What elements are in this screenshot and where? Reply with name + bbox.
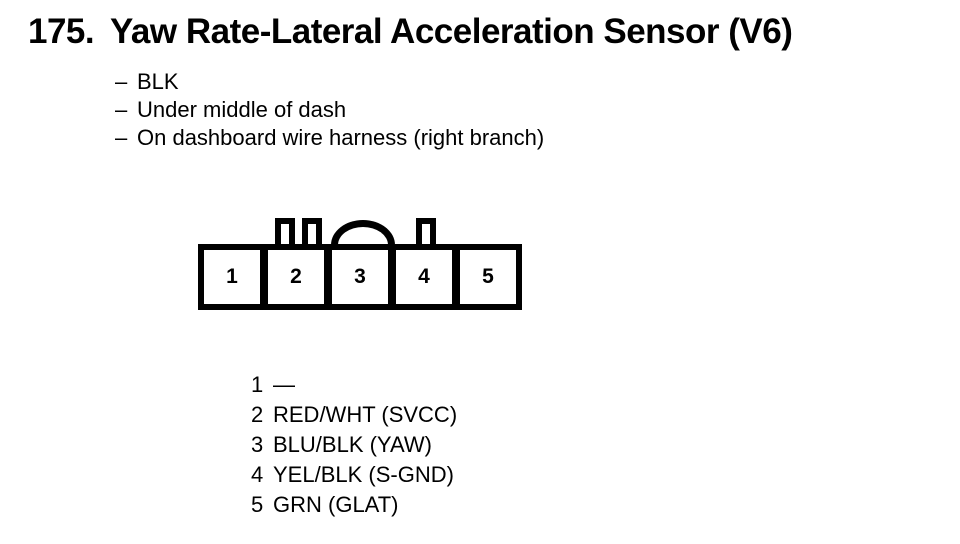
connector-pin-cell: 5 <box>460 250 516 304</box>
page-title: Yaw Rate-Lateral Acceleration Sensor (V6… <box>110 12 793 51</box>
pin-wire-label: BLU/BLK (YAW) <box>273 432 432 457</box>
connector-diagram: 1 2 3 4 5 <box>198 218 522 310</box>
pin-number: 5 <box>251 492 264 517</box>
connector-pin-cell: 1 <box>204 250 260 304</box>
detail-item: – BLK <box>115 68 544 96</box>
dash-bullet: – <box>115 69 128 94</box>
connector-key-arch-icon <box>331 220 395 245</box>
pin-number: 4 <box>251 462 264 487</box>
pin-wire-label: GRN (GLAT) <box>273 492 399 517</box>
connector-pin-cell: 3 <box>332 250 388 304</box>
connector-pin-cell: 2 <box>268 250 324 304</box>
section-title: 175. Yaw Rate-Lateral Acceleration Senso… <box>28 12 793 51</box>
pin-number: 3 <box>251 432 264 457</box>
pin-number: 1 <box>251 372 264 397</box>
pinout-row: 3 BLU/BLK (YAW) <box>251 430 457 460</box>
pinout-row: 1 — <box>251 370 457 400</box>
detail-list: – BLK – Under middle of dash – On dashbo… <box>115 68 544 152</box>
detail-text: On dashboard wire harness (right branch) <box>137 125 545 150</box>
section-number: 175. <box>28 12 95 51</box>
dash-bullet: – <box>115 97 128 122</box>
pinout-row: 5 GRN (GLAT) <box>251 490 457 520</box>
pin-wire-label: RED/WHT (SVCC) <box>273 402 458 427</box>
detail-item: – Under middle of dash <box>115 96 544 124</box>
pinout-list: 1 — 2 RED/WHT (SVCC) 3 BLU/BLK (YAW) 4 Y… <box>251 370 457 520</box>
connector-body: 1 2 3 4 5 <box>198 244 522 310</box>
connector-key-tab-icon <box>275 218 295 244</box>
pin-wire-label: — <box>273 372 295 397</box>
detail-text: BLK <box>137 69 179 94</box>
pin-wire-label: YEL/BLK (S-GND) <box>273 462 454 487</box>
connector-pin-cell: 4 <box>396 250 452 304</box>
detail-text: Under middle of dash <box>137 97 347 122</box>
connector-key-tab-icon <box>416 218 436 244</box>
detail-item: – On dashboard wire harness (right branc… <box>115 124 544 152</box>
connector-key-tab-icon <box>302 218 322 244</box>
pinout-row: 2 RED/WHT (SVCC) <box>251 400 457 430</box>
dash-bullet: – <box>115 125 128 150</box>
pin-number: 2 <box>251 402 264 427</box>
pinout-row: 4 YEL/BLK (S-GND) <box>251 460 457 490</box>
